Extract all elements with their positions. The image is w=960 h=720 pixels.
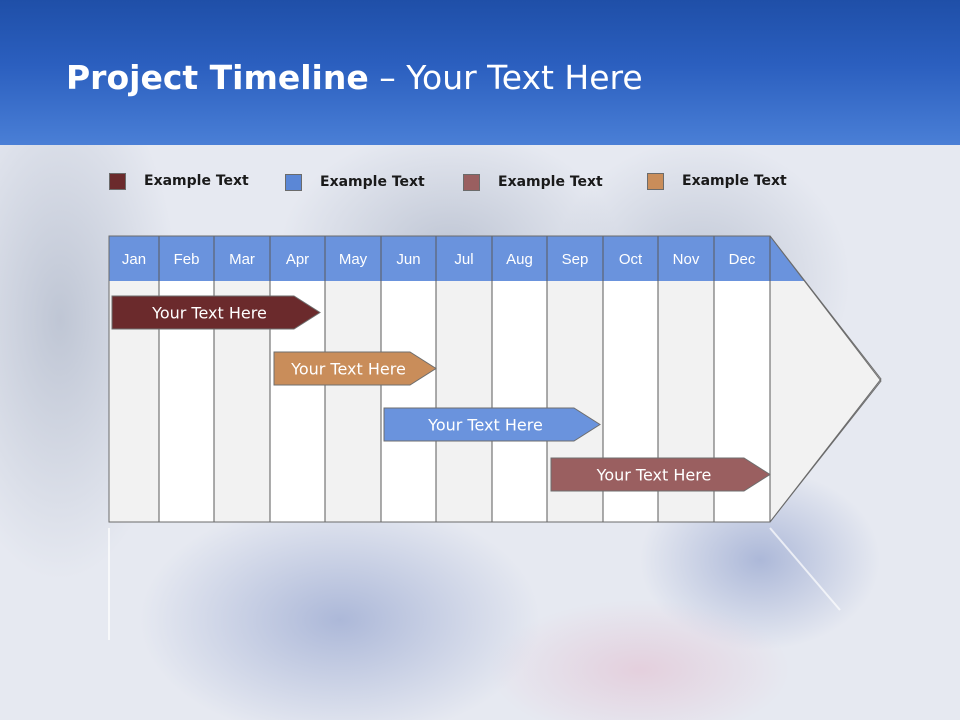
legend-item-3: Example Text (463, 171, 603, 193)
month-label-feb: Feb (174, 251, 200, 268)
legend-swatch-1 (109, 172, 126, 190)
month-label-mar: Mar (229, 251, 255, 268)
legend-item-2: Example Text (285, 171, 425, 193)
timeline-bar-label-2: Your Text Here (290, 360, 406, 379)
month-label-jan: Jan (122, 251, 146, 268)
legend-label-4: Example Text (682, 173, 787, 189)
timeline-header-strip (109, 236, 805, 281)
timeline-bar-label-1: Your Text Here (151, 304, 267, 323)
timeline-bar-4 (550, 457, 771, 492)
timeline-bar-2 (273, 351, 437, 386)
month-label-jul: Jul (454, 251, 473, 268)
month-column-6 (381, 281, 436, 522)
timeline-bar-label-4: Your Text Here (596, 466, 712, 485)
legend-swatch-3 (463, 173, 480, 191)
month-label-jun: Jun (396, 251, 420, 268)
legend-item-4: Example Text (647, 170, 787, 192)
month-label-apr: Apr (286, 251, 309, 268)
timeline-bar-1 (111, 295, 321, 330)
month-label-dec: Dec (729, 251, 756, 268)
month-column-8 (492, 281, 547, 522)
title-rest: – Your Text Here (368, 58, 643, 97)
legend-swatch-4 (647, 172, 664, 190)
month-label-oct: Oct (619, 251, 643, 268)
title-bold: Project Timeline (66, 58, 369, 97)
month-label-sep: Sep (562, 251, 589, 268)
month-label-may: May (339, 251, 368, 268)
legend-label-1: Example Text (144, 173, 249, 189)
timeline-bar-label-3: Your Text Here (427, 416, 543, 435)
header-bar: Project Timeline – Your Text Here (0, 0, 960, 145)
page-title: Project Timeline – Your Text Here (66, 58, 643, 97)
legend-label-2: Example Text (320, 174, 425, 190)
timeline-arrow-outline (108, 235, 882, 523)
legend-label-3: Example Text (498, 174, 603, 190)
month-label-nov: Nov (673, 251, 700, 268)
month-label-aug: Aug (506, 251, 533, 268)
timeline-bar-3 (383, 407, 601, 442)
legend-swatch-2 (285, 173, 302, 191)
legend-item-1: Example Text (109, 170, 249, 192)
reflection-right-line (769, 527, 841, 611)
